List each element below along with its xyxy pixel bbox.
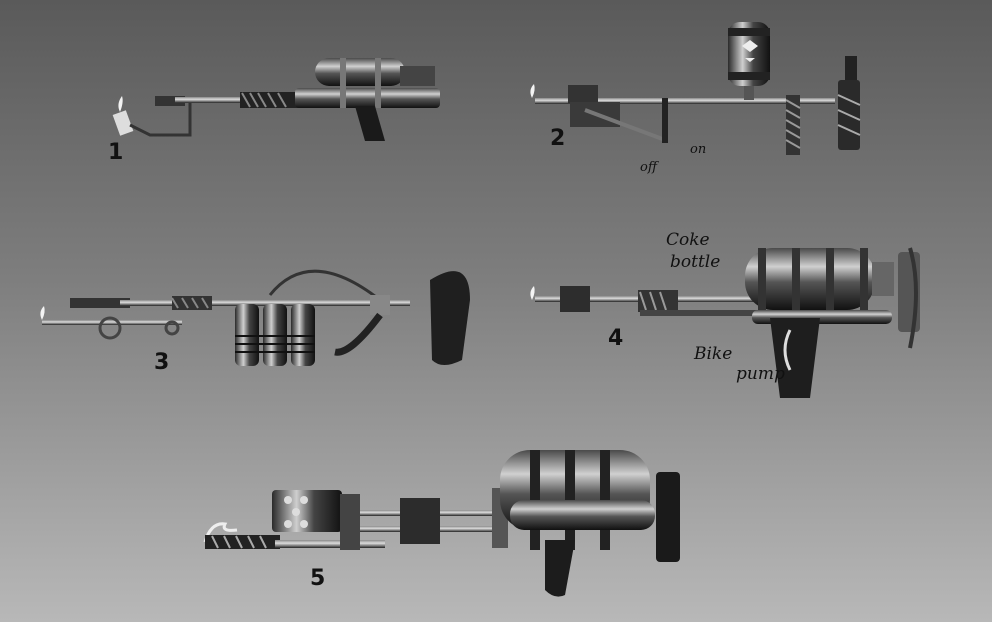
annotation-off: off bbox=[640, 160, 658, 175]
annotation-on: on bbox=[690, 142, 707, 157]
flamethrower-concept-1 bbox=[112, 58, 440, 141]
annotation-bike-pump-line2: pump bbox=[736, 364, 785, 384]
concept-number-1: 1 bbox=[108, 140, 124, 165]
annotation-coke-bottle-line1: Coke bbox=[666, 230, 710, 250]
concept-number-2: 2 bbox=[550, 126, 566, 151]
flamethrower-concept-5 bbox=[203, 450, 680, 597]
flamethrower-concept-4 bbox=[530, 247, 920, 398]
concept-number-5: 5 bbox=[310, 566, 326, 591]
concept-number-4: 4 bbox=[608, 326, 624, 351]
annotation-coke-bottle-line2: bottle bbox=[670, 252, 721, 272]
annotation-bike-pump-line1: Bike bbox=[694, 344, 733, 364]
pilot-flame-icon bbox=[118, 96, 123, 112]
concept-number-3: 3 bbox=[154, 350, 170, 375]
flamethrower-concept-3 bbox=[40, 269, 470, 366]
flamethrower-concept-2 bbox=[530, 22, 861, 155]
